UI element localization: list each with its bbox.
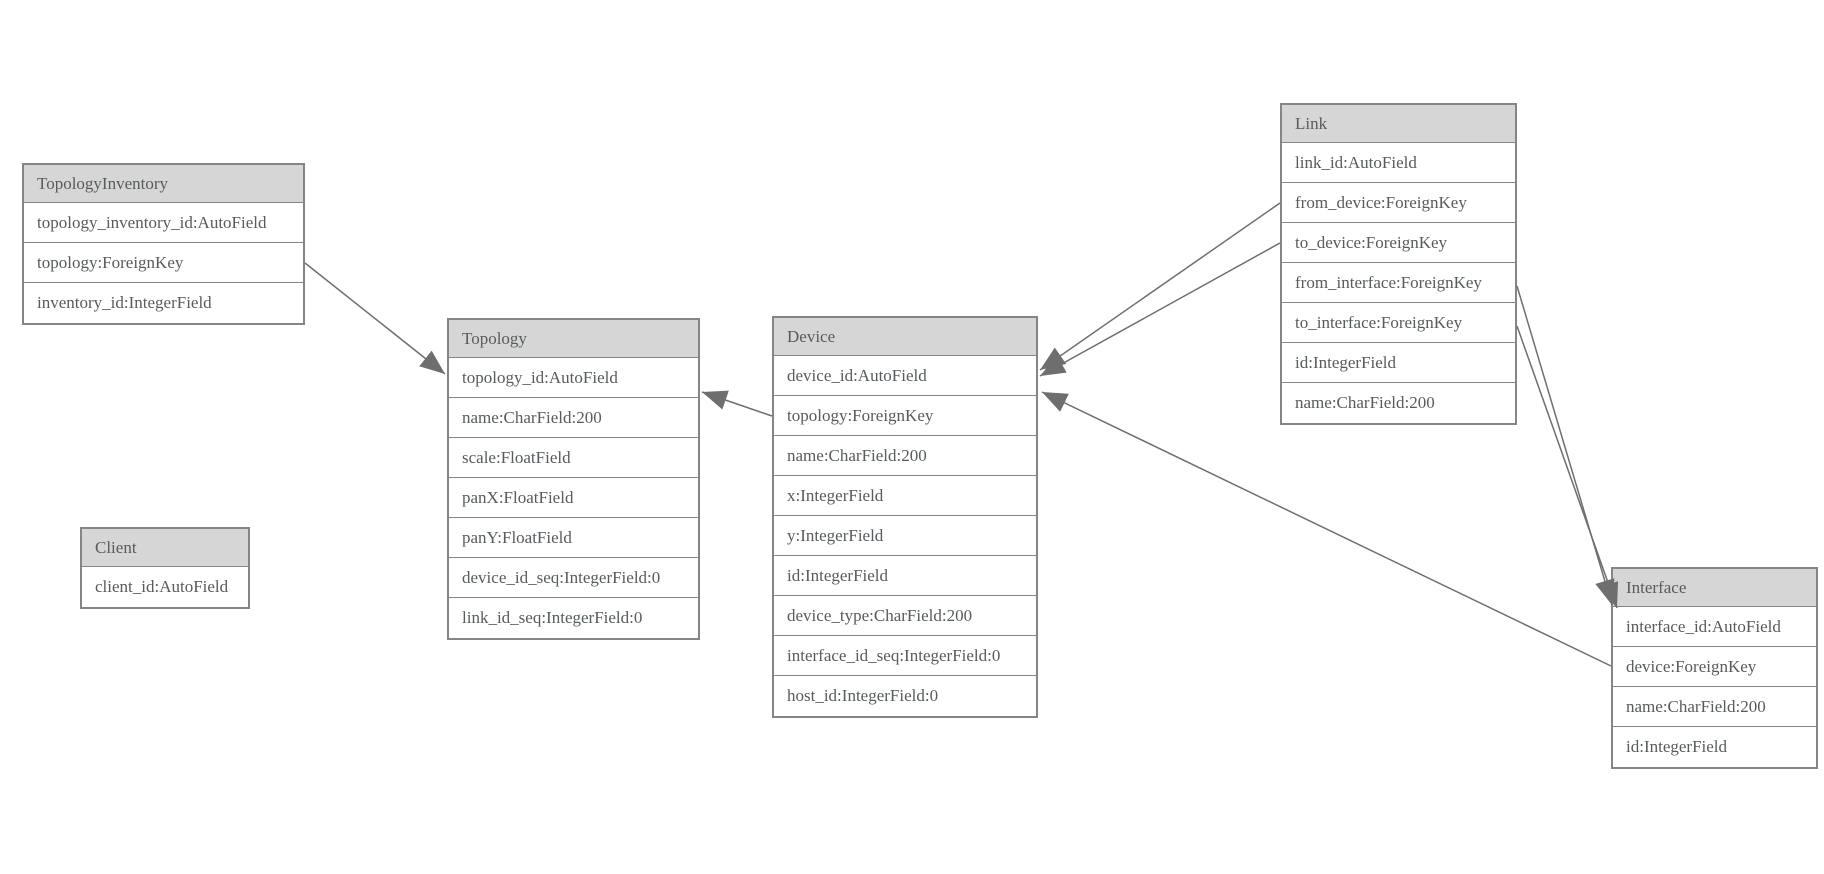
field-row: device_id_seq:IntegerField:0	[449, 558, 698, 598]
field-row: inventory_id:IntegerField	[24, 283, 303, 323]
field-row: client_id:AutoField	[82, 567, 248, 607]
field-row: interface_id_seq:IntegerField:0	[774, 636, 1036, 676]
field-row: link_id:AutoField	[1282, 143, 1515, 183]
field-row: topology:ForeignKey	[24, 243, 303, 283]
field-row: host_id:IntegerField:0	[774, 676, 1036, 716]
field-row: id:IntegerField	[774, 556, 1036, 596]
field-row: topology_inventory_id:AutoField	[24, 203, 303, 243]
field-row: panX:FloatField	[449, 478, 698, 518]
field-row: x:IntegerField	[774, 476, 1036, 516]
entity-title: TopologyInventory	[24, 165, 303, 203]
field-row: from_interface:ForeignKey	[1282, 263, 1515, 303]
field-row: id:IntegerField	[1613, 727, 1816, 767]
field-row: name:CharField:200	[1613, 687, 1816, 727]
entity-title: Link	[1282, 105, 1515, 143]
field-row: interface_id:AutoField	[1613, 607, 1816, 647]
field-row: device_id:AutoField	[774, 356, 1036, 396]
field-row: device_type:CharField:200	[774, 596, 1036, 636]
entity-title: Topology	[449, 320, 698, 358]
field-row: name:CharField:200	[1282, 383, 1515, 423]
field-row: link_id_seq:IntegerField:0	[449, 598, 698, 638]
field-row: topology:ForeignKey	[774, 396, 1036, 436]
field-row: name:CharField:200	[449, 398, 698, 438]
field-row: from_device:ForeignKey	[1282, 183, 1515, 223]
field-row: id:IntegerField	[1282, 343, 1515, 383]
field-row: to_interface:ForeignKey	[1282, 303, 1515, 343]
entity-title: Device	[774, 318, 1036, 356]
field-row: scale:FloatField	[449, 438, 698, 478]
field-row: to_device:ForeignKey	[1282, 223, 1515, 263]
entity-title: Interface	[1613, 569, 1816, 607]
field-row: name:CharField:200	[774, 436, 1036, 476]
entity-title: Client	[82, 529, 248, 567]
field-row: y:IntegerField	[774, 516, 1036, 556]
field-row: device:ForeignKey	[1613, 647, 1816, 687]
field-row: panY:FloatField	[449, 518, 698, 558]
field-row: topology_id:AutoField	[449, 358, 698, 398]
